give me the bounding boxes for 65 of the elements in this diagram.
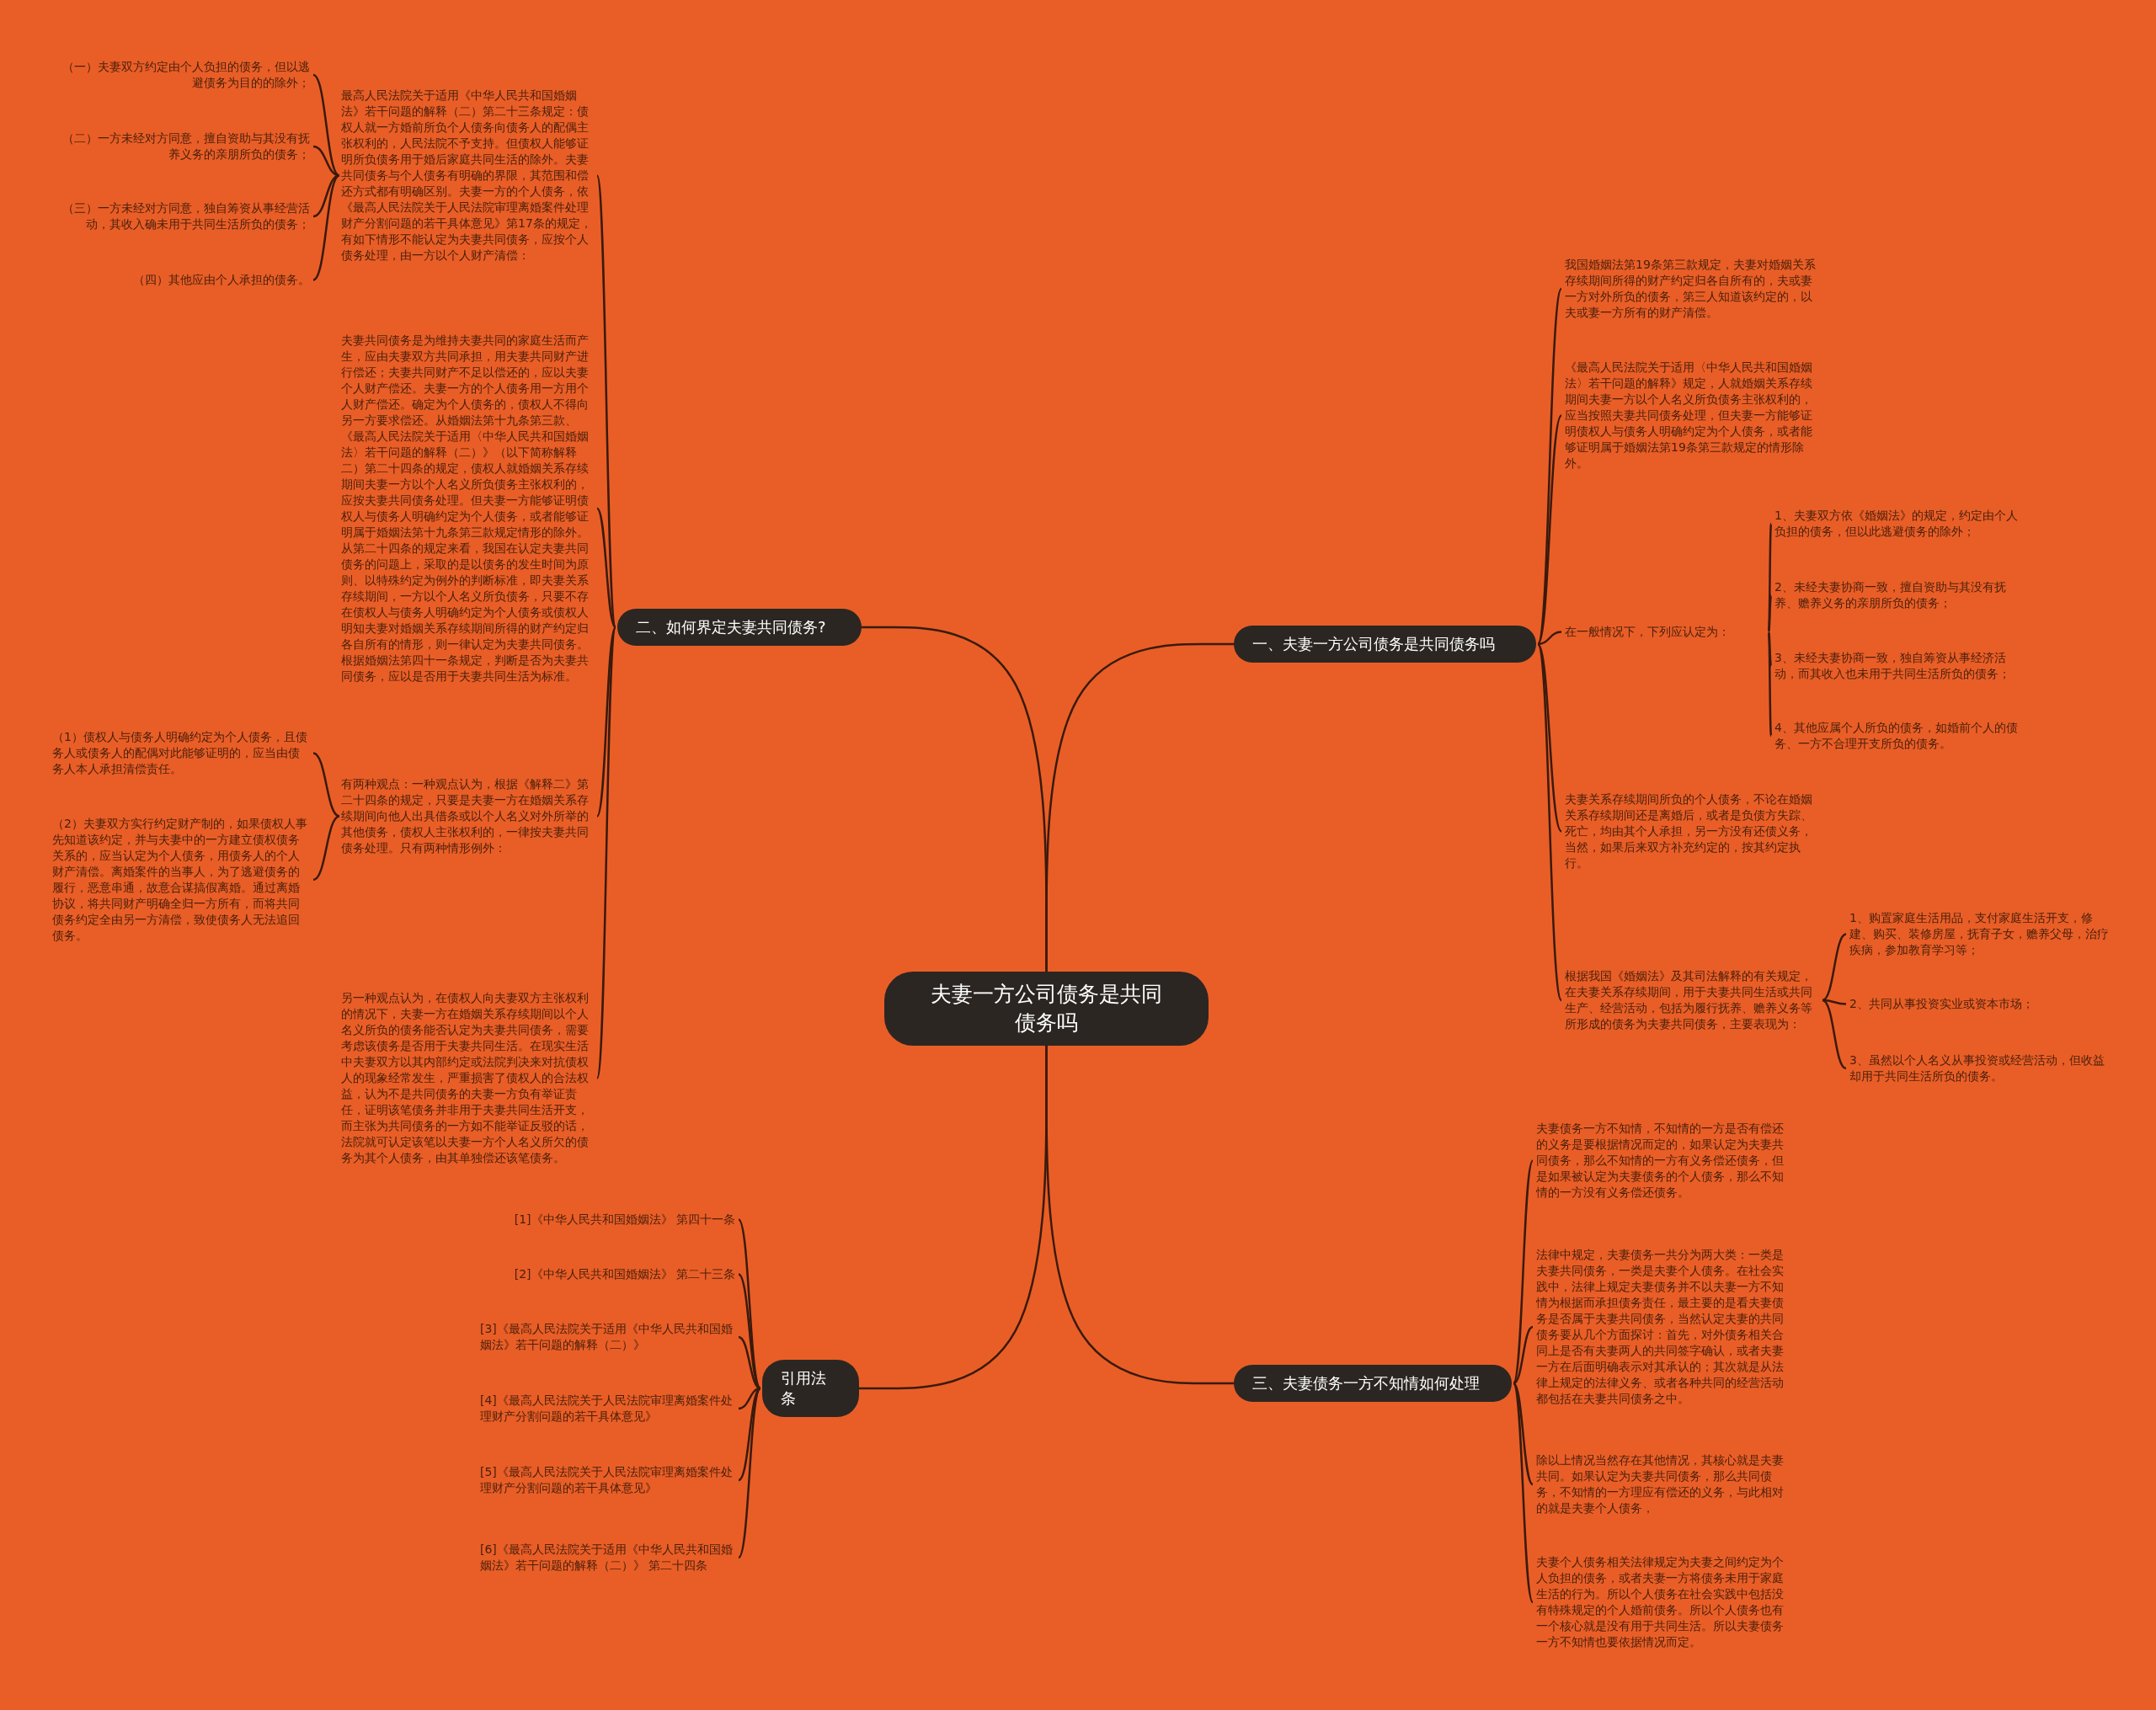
connector-line [859, 1046, 1048, 1390]
connector-line [312, 73, 340, 177]
connector-line [862, 626, 1048, 972]
topic-text: 3、未经夫妻协商一致，独自筹资从事经济活动，而其收入也未用于共同生活所负的债务； [1774, 650, 2027, 682]
topic-text: 在一般情况下，下列应认定为： [1565, 624, 1767, 640]
connector-line [1513, 1382, 1534, 1485]
connector-line [1537, 643, 1562, 833]
topic-text: 夫妻共同债务是为维持夫妻共同的家庭生活而产生，应由夫妻双方共同承担，用夫妻共同财产进行偿还；夫妻共同财产不足以偿还的，应以夫妻个人财产偿还。夫妻一方的个人债务用一方用个人财产偿还。确定为个人债务的，债权人不得向另一方要求偿还。从婚姻法第十九条第三款、《最高人民法院关于适用〈中华人民共和国婚姻法〉若干问题的解释（二）》（以下简称解释二）第二十四条的规定，债权人就婚姻关系存续期间夫妻一方以个人名义所负债务主张权利的，应按夫妻共同债务处理。但夫妻一方能够证明债权人与债务人明确约定为个人债务，或者能够证明属于婚姻法第十九条第三款规定情形的除外。从第二十四条的规定来看，我国在认定夫妻共同债务的问题上，采取的是以债务的发生时间为原则、以特殊约定为例外的判断标准，即夫妻关系存续期间，一方以个人名义所负债务，只要不存在债权人与债务人明确约定为个人债务或债权人明知夫妻对婚姻关系存续期间所得的财产约定归各自所有的情形，则一律认定为夫妻共同债务。根据婚姻法第四十一条规定，判断是否为夫妻共同债务，应以是否用于夫妻共同生活为标准。 [341, 333, 594, 685]
connector-line [1536, 643, 1563, 1001]
connector-line [312, 752, 340, 818]
connector-line [738, 1388, 761, 1558]
topic-text: 1、夫妻双方依《婚姻法》的规定，约定由个人负担的债务，但以此逃避债务的除外； [1774, 508, 2027, 540]
topic-text: 有两种观点：一种观点认为，根据《解释二》第二十四条的规定，只要是夫妻一方在婚姻关系存续期间向他人出具借条或以个人名义对外所举的其他债务，债权人主张权利的，一律按夫妻共同债务处理。只有两种情形例外： [341, 776, 594, 856]
connector-line [1822, 999, 1847, 1070]
connector-line [312, 815, 340, 882]
topic-text: 最高人民法院关于适用《中华人民共和国婚姻法》若干问题的解释（二）第二十三条规定：债权人就一方婚前所负个人债务向债务人的配偶主张权利的，人民法院不予支持。但债权人能够证明所负债务用于婚后家庭共同生活的除外。夫妻共同债务与个人债务有明确的界限，其范围和偿还方式都有明确区别。夫妻一方的个人债务，依《最高人民法院关于人民法院审理离婚案件处理财产分割问题的若干具体意见》第17条的规定，有如下情形不能认定为夫妻共同债务，应按个人债务处理，由一方以个人财产清偿： [341, 88, 594, 264]
branch-topic: 二、如何界定夫妻共同债务? [617, 609, 862, 646]
topic-text: （2）夫妻双方实行约定财产制的，如果债权人事先知道该约定，并与夫妻中的一方建立债权债务关系的，应当认定为个人债务，用债务人的个人财产清偿。离婚案件的当事人，为了逃避债务的履行，恶意串通，故意合谋搞假离婚。通过离婚协议，将共同财产明确全归一方所有，而将共同债务约定全由另一方清偿，致使债务人无法追回债务。 [52, 816, 310, 944]
topic-text: [3]《最高人民法院关于适用《中华人民共和国婚姻法》若干问题的解释（二）》 [480, 1321, 735, 1353]
connector-line [738, 1218, 761, 1389]
topic-text: （一）夫妻双方约定由个人负担的债务，但以逃避债务为目的的除外； [52, 59, 310, 91]
topic-text: 4、其他应属个人所负的债务，如婚前个人的债务、一方不合理开支所负的债务。 [1774, 720, 2027, 752]
topic-text: （三）一方未经对方同意，独自筹资从事经营活动，其收入确未用于共同生活所负的债务； [52, 200, 310, 232]
connector-line [312, 145, 340, 177]
topic-text: 法律中规定，夫妻债务一共分为两大类：一类是夫妻共同债务，一类是夫妻个人债务。在社会实践中，法律上规定夫妻债务并不以夫妻一方不知情为根据而承担债务责任，最主要的是看夫妻债务是否属于夫妻共同债务，当然认定夫妻的共同债务要从几个方面探讨：首先，对外债务相关合同上是否有夫妻两人的共同签字确认，或者夫妻一方在后面明确表示对其承认的；其次就是从法律上规定的法律义务、或者各种共同的经营活动都包括在夫妻共同债务之中。 [1536, 1247, 1790, 1407]
topic-text: 1、购置家庭生活用品，支付家庭生活开支，修建、购买、装修房屋，抚育子女，赡养父母，治疗疾病，参加教育学习等； [1849, 910, 2111, 958]
topic-text: [5]《最高人民法院关于人民法院审理离婚案件处理财产分割问题的若干具体意见》 [480, 1464, 735, 1496]
connector-line [738, 1388, 761, 1481]
connector-line [1822, 933, 1847, 1002]
connector-line [1537, 631, 1562, 646]
topic-text: 夫妻债务一方不知情，不知情的一方是否有偿还的义务是要根据情况而定的，如果认定为夫妻共同债务，那么不知情的一方有义务偿还债务，但是如果被认定为夫妻债务的个人债务，那么不知情的一方没有义务偿还债务。 [1536, 1121, 1790, 1201]
topic-text: [2]《中华人民共和国婚姻法》 第二十三条 [480, 1266, 735, 1282]
connector-line [595, 626, 617, 1079]
connector-line [738, 1335, 761, 1390]
connector-line [738, 1387, 761, 1410]
connector-line [1512, 1382, 1534, 1603]
connector-line [1767, 594, 1773, 632]
connector-line [596, 508, 616, 628]
topic-text: （四）其他应由个人承担的债务。 [52, 272, 310, 288]
connector-line [1767, 631, 1773, 667]
topic-text: 我国婚姻法第19条第三款规定，夫妻对婚姻关系存续期间所得的财产约定归各自所有的，夫或妻一方对外所负的债务，第三人知道该约定的，以夫或妻一方所有的财产清偿。 [1565, 257, 1821, 321]
topic-text: 除以上情况当然存在其他情况，其核心就是夫妻共同。如果认定为夫妻共同债务，那么共同债务，不知情的一方理应有偿还的义务，与此相对的就是夫妻个人债务， [1536, 1452, 1790, 1516]
topic-text: [6]《最高人民法院关于适用《中华人民共和国婚姻法》若干问题的解释（二）》 第二十四条 [480, 1542, 735, 1574]
topic-text: （1）债权人与债务人明确约定为个人债务，且债务人或债务人的配偶对此能够证明的，应当由债务人本人承担清偿责任。 [52, 729, 310, 777]
connector-line [1536, 414, 1563, 645]
branch-topic: 三、夫妻债务一方不知情如何处理 [1234, 1365, 1512, 1402]
topic-text: 2、未经夫妻协商一致，擅自资助与其没有抚养、赡养义务的亲朋所负的债务； [1774, 579, 2027, 611]
connector-line [1513, 1325, 1534, 1385]
topic-text: 根据我国《婚姻法》及其司法解释的有关规定，在夫妻关系存续期间，用于夫妻共同生活或共同生产、经营活动，包括为履行抚养、赡养义务等所形成的债务为夫妻共同债务，主要表现为： [1565, 968, 1821, 1032]
connector-line [312, 174, 340, 281]
topic-text: 夫妻个人债务相关法律规定为夫妻之间约定为个人负担的债务，或者夫妻一方将债务未用于家庭生活的行为。所以个人债务在社会实践中包括没有特殊规定的个人婚前债务。所以个人债务也有一个核心就是没有用于共同生活。所以夫妻债务一方不知情也要依据情况而定。 [1536, 1554, 1790, 1650]
central-topic: 夫妻一方公司债务是共同债务吗 [884, 972, 1209, 1046]
topic-text: [1]《中华人民共和国婚姻法》 第四十一条 [480, 1212, 735, 1228]
topic-text: 3、虽然以个人名义从事投资或经营活动，但收益却用于共同生活所负的债务。 [1849, 1052, 2111, 1084]
connector-line [1767, 631, 1773, 737]
topic-text: 另一种观点认为，在债权人向夫妻双方主张权利的情况下，夫妻一方在婚姻关系存续期间以个人名义所负的债务能否认定为夫妻共同债务，需要考虑该债务是否用于夫妻共同生活。在现实生活中夫妻双方以其内部约定或法院判决来对抗债权人的现象经常发生，严重损害了债权人的合法权益，认为不是共同债务的夫妻一方负有举证责任，证明该笔债务并非用于夫妻共同生活开支，而主张为共同债务的一方如不能举证反驳的话，法院就可认定该笔以夫妻一方个人名义所欠的债务为其个人债务，由其单独偿还该笔债务。 [341, 990, 594, 1166]
topic-text: 夫妻关系存续期间所负的个人债务，不论在婚姻关系存续期间还是离婚后，或者是负债方失踪、死亡，均由其个人承担，另一方没有还债义务，当然，如果后来双方补充约定的，按其约定执行。 [1565, 791, 1821, 871]
connector-line [1822, 999, 1847, 1005]
branch-topic: 引用法条 [762, 1360, 859, 1417]
topic-text: [4]《最高人民法院关于人民法院审理离婚案件处理财产分割问题的若干具体意见》 [480, 1393, 735, 1425]
connector-line [1512, 1159, 1534, 1384]
topic-text: 2、共同从事投资实业或资本市场； [1849, 996, 2111, 1012]
topic-text: 《最高人民法院关于适用〈中华人民共和国婚姻法〉若干问题的解释》规定，人就婚姻关系存续期间夫妻一方以个人名义所负债务主张权利的，应当按照夫妻共同债务处理，但夫妻一方能够证明债权人与债务人明确约定为个人债务，或者能够证明属于婚姻法第19条第三款规定的情形除外。 [1565, 360, 1821, 471]
branch-topic: 一、夫妻一方公司债务是共同债务吗 [1234, 626, 1536, 663]
topic-text: （二）一方未经对方同意，擅自资助与其没有抚养义务的亲朋所负的债务； [52, 131, 310, 162]
